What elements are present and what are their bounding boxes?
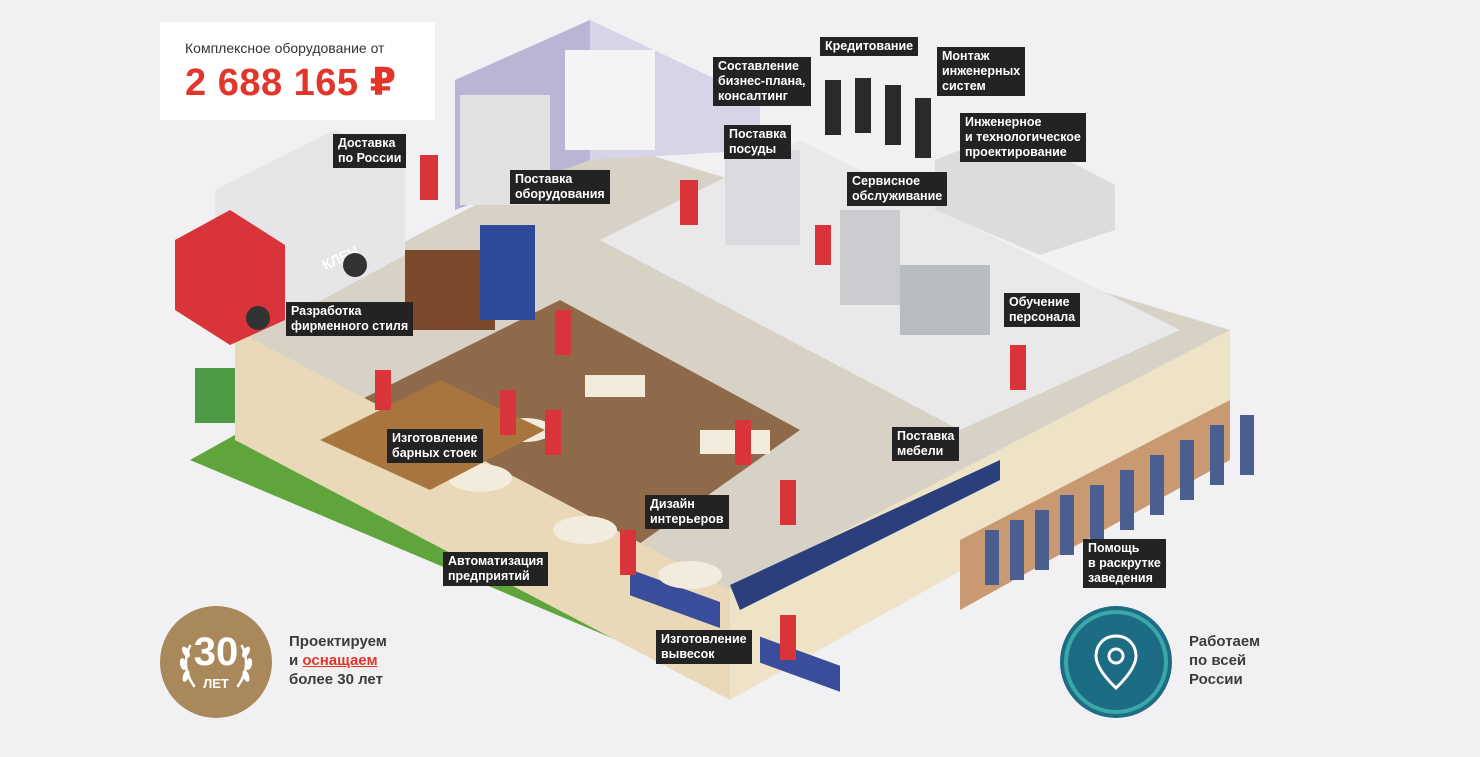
callout-furniture[interactable]: Поставка мебели bbox=[892, 427, 960, 461]
callout-engineering-design[interactable]: Инженерное и технологическое проектирова… bbox=[960, 113, 1086, 162]
truck-wheel bbox=[246, 306, 270, 330]
years-description: Проектируем и оснащаем более 30 лет bbox=[289, 633, 387, 688]
location-pin-icon bbox=[1064, 610, 1168, 714]
equip-link[interactable]: оснащаем bbox=[302, 652, 378, 669]
businessmen bbox=[825, 78, 931, 158]
crowd bbox=[985, 415, 1254, 585]
callout-bar-counters[interactable]: Изготовление барных стоек bbox=[387, 429, 483, 463]
drinks-fridge bbox=[480, 225, 535, 320]
callout-training[interactable]: Обучение персонала bbox=[1004, 293, 1081, 327]
callout-engineering-install[interactable]: Монтаж инженерных систем bbox=[937, 47, 1026, 96]
price-caption: Комплексное оборудование от bbox=[185, 40, 385, 56]
years-word: ЛЕТ bbox=[203, 676, 229, 691]
years-badge: 30 ЛЕТ bbox=[160, 606, 272, 718]
callout-corporate-style[interactable]: Разработка фирменного стиля bbox=[286, 302, 414, 336]
oven bbox=[840, 210, 900, 305]
fridge bbox=[565, 50, 655, 150]
callout-signs[interactable]: Изготовление вывесок bbox=[656, 630, 752, 664]
waste-bin bbox=[195, 368, 235, 423]
callout-interior[interactable]: Дизайн интерьеров bbox=[645, 495, 729, 529]
callout-business-plan[interactable]: Составление бизнес-плана, консалтинг bbox=[713, 57, 811, 106]
callout-dishes[interactable]: Поставка посуды bbox=[724, 125, 792, 159]
callout-delivery[interactable]: Доставка по России bbox=[333, 134, 407, 168]
laurel-wreath-icon bbox=[179, 644, 253, 688]
callout-promotion[interactable]: Помощь в раскрутке заведения bbox=[1083, 539, 1166, 588]
workers bbox=[375, 155, 1026, 660]
right-wall bbox=[730, 330, 1230, 700]
sofa bbox=[630, 569, 720, 629]
stove bbox=[900, 265, 990, 335]
callout-crediting[interactable]: Кредитование bbox=[820, 37, 919, 56]
table bbox=[553, 516, 617, 544]
table bbox=[658, 561, 722, 589]
table bbox=[585, 375, 645, 397]
russia-badge bbox=[1060, 606, 1172, 718]
callout-equipment-supply[interactable]: Поставка оборудования bbox=[510, 170, 610, 204]
price-value: 2 688 165 ₽ bbox=[185, 62, 397, 104]
dish-rack bbox=[725, 150, 800, 245]
truck-wheel bbox=[343, 253, 367, 277]
callout-automation[interactable]: Автоматизация предприятий bbox=[443, 552, 549, 586]
years-number: 30 bbox=[193, 630, 239, 674]
russia-description: Работаем по всей России bbox=[1189, 633, 1261, 688]
price-card: Комплексное оборудование от 2 688 165 ₽ bbox=[160, 22, 435, 120]
callout-service[interactable]: Сервисное обслуживание bbox=[847, 172, 948, 206]
awning bbox=[730, 460, 1000, 610]
